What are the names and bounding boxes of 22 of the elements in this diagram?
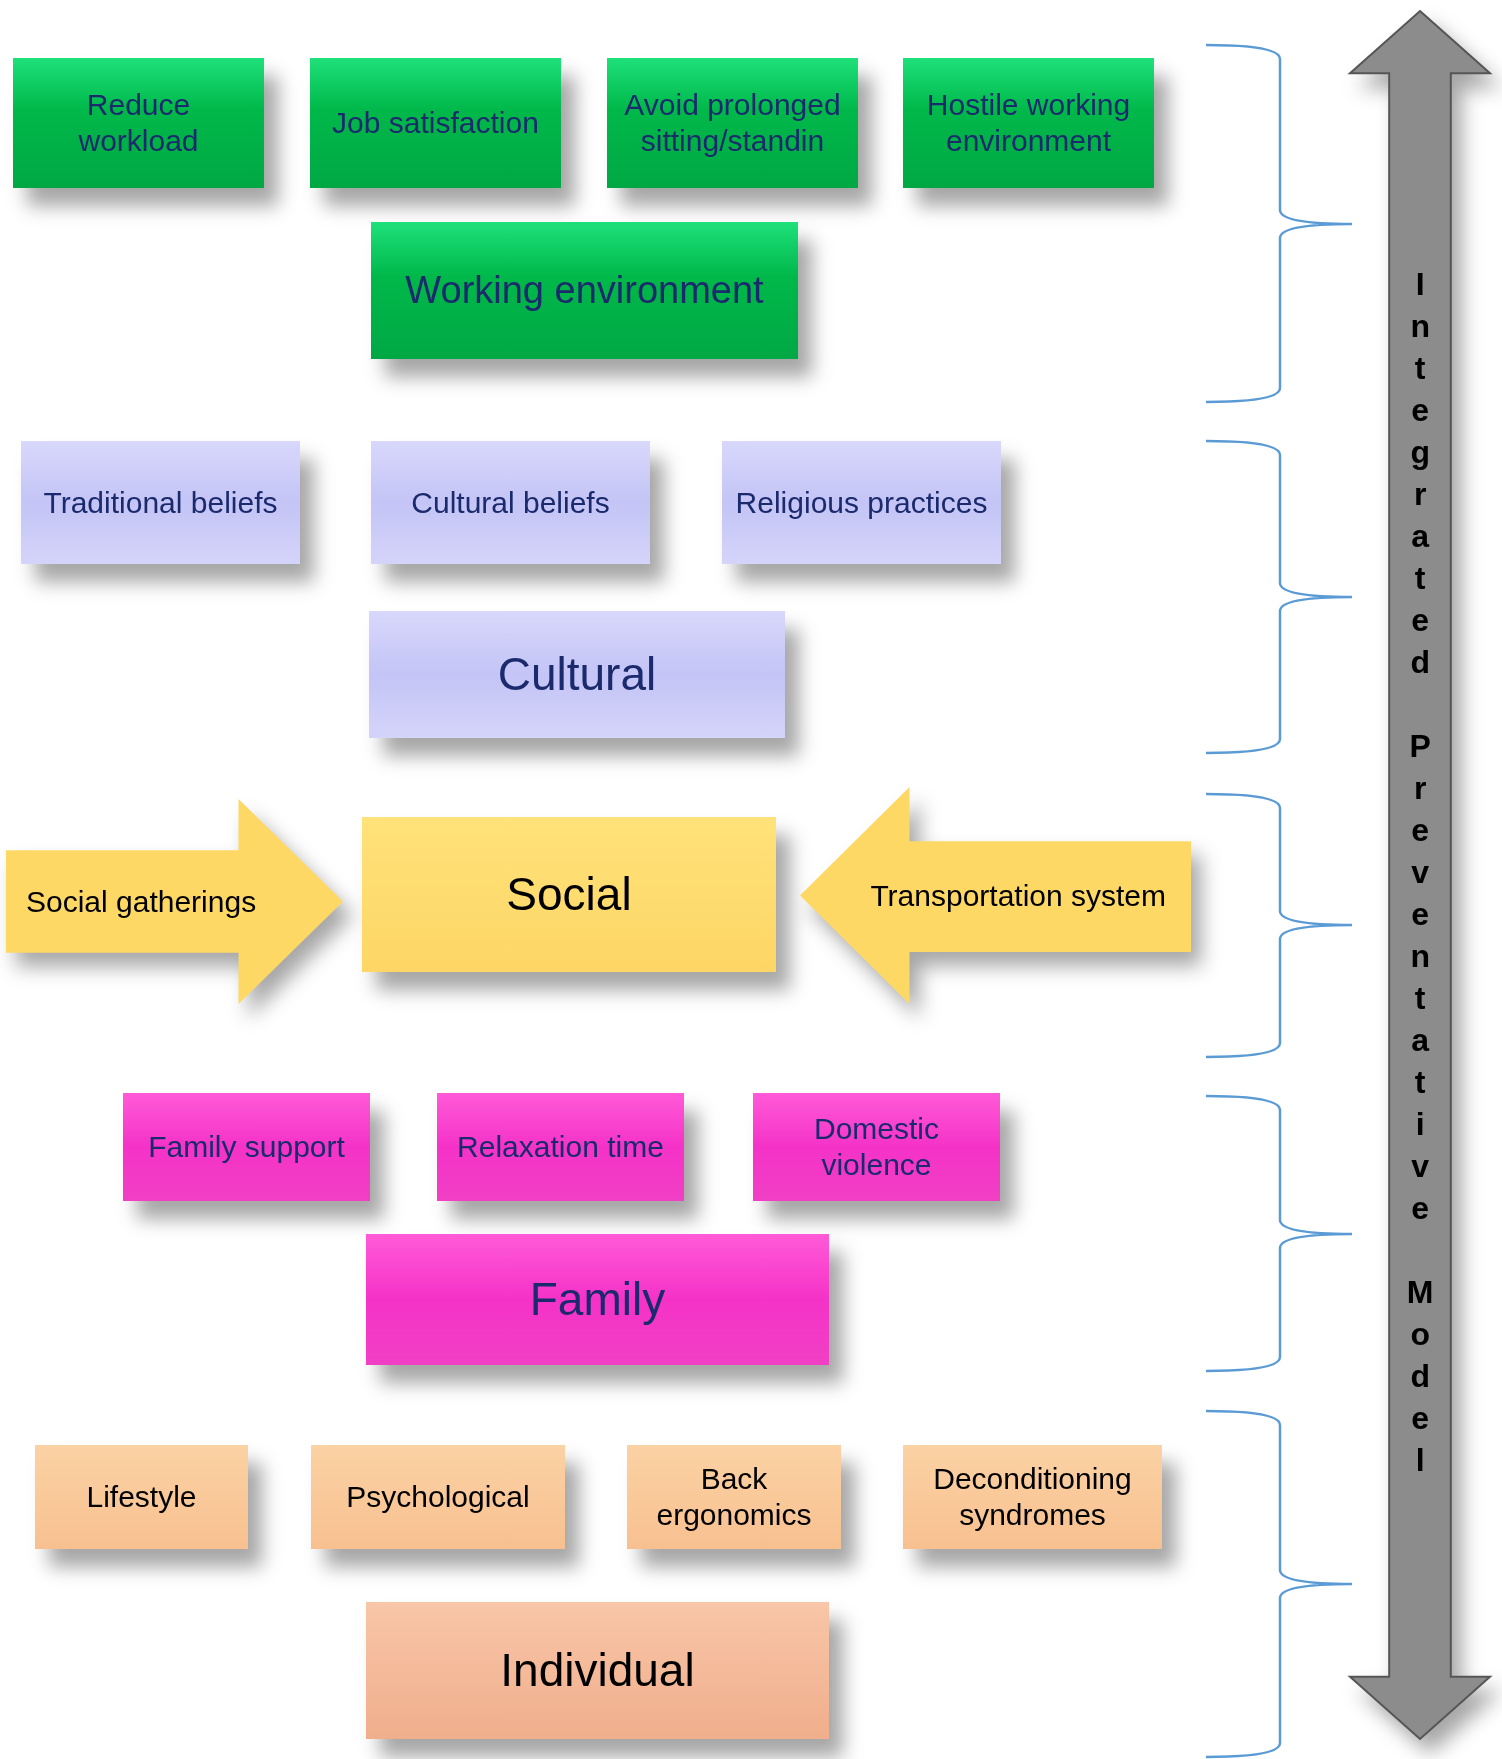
factor-box: Avoid prolonged sitting/standin [607, 58, 858, 188]
category-box: Working environment [371, 222, 798, 359]
factor-box: Cultural beliefs [371, 441, 650, 564]
factor-box: Lifestyle [35, 1445, 248, 1549]
category-box: Cultural [369, 611, 785, 738]
factor-box: Psychological [311, 1445, 565, 1549]
factor-box: Family support [123, 1093, 370, 1201]
arrow-shape: Transportation system [800, 787, 1191, 1004]
factor-box: Traditional beliefs [21, 441, 300, 564]
factor-box: Deconditioning syndromes [903, 1445, 1162, 1549]
factor-box: Reduce workload [13, 58, 264, 188]
factor-box: Religious practices [722, 441, 1001, 564]
factor-box: Hostile working environment [903, 58, 1154, 188]
factor-box: Back ergonomics [627, 1445, 841, 1549]
arrow-shape: Social gatherings [6, 799, 343, 1004]
double-arrow: Integrated Preventative Model [1350, 11, 1490, 1739]
category-box: Social [362, 817, 776, 972]
factor-box: Domestic violence [753, 1093, 1000, 1201]
factor-box: Job satisfaction [310, 58, 561, 188]
factor-box: Relaxation time [437, 1093, 684, 1201]
category-box: Individual [366, 1602, 829, 1739]
category-box: Family [366, 1234, 829, 1365]
